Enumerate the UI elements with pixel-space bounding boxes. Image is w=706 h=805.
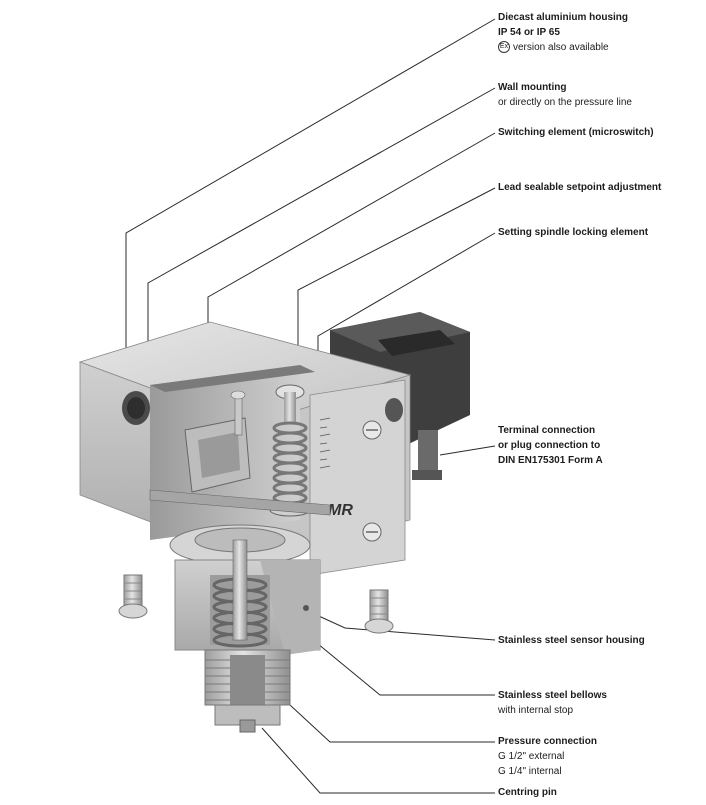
label-wall-mounting: Wall mounting or directly on the pressur… <box>498 80 632 110</box>
label-locking-title: Setting spindle locking element <box>498 227 649 238</box>
leader-bellows <box>294 624 495 696</box>
leader-centring-pin <box>261 727 495 794</box>
label-terminal-line3: DIN EN175301 Form A <box>498 455 603 466</box>
leader-lines <box>125 18 496 794</box>
label-locking: Setting spindle locking element <box>498 225 648 240</box>
label-sensor-housing: Stainless steel sensor housing <box>498 633 645 648</box>
label-housing-line2: IP 54 or IP 65 <box>498 27 560 38</box>
mounting-screws <box>118 574 394 634</box>
label-setpoint-title: Lead sealable setpoint adjustment <box>498 182 662 193</box>
label-housing: Diecast aluminium housing IP 54 or IP 65… <box>498 10 628 55</box>
label-centring-pin-title: Centring pin <box>498 787 557 798</box>
leader-pressure-connection <box>289 704 495 743</box>
label-housing-line1: Diecast aluminium housing <box>498 12 629 23</box>
pressure-connection <box>204 649 291 733</box>
label-pressure-connection-ext: G 1/2" external <box>498 751 565 762</box>
label-pressure-connection-int: G 1/4" internal <box>498 766 562 777</box>
label-microswitch-title: Switching element (microswitch) <box>498 127 654 138</box>
leader-housing <box>125 18 496 372</box>
label-pressure-connection-title: Pressure connection <box>498 736 597 747</box>
label-pressure-connection: Pressure connection G 1/2" external G 1/… <box>498 734 597 779</box>
label-bellows-sub: with internal stop <box>498 705 574 716</box>
leader-sensor-housing <box>309 611 496 641</box>
label-setpoint: Lead sealable setpoint adjustment <box>498 180 661 195</box>
label-centring-pin: Centring pin <box>498 785 557 800</box>
label-wall-mounting-sub: or directly on the pressure line <box>498 97 632 108</box>
leader-terminal <box>439 445 496 456</box>
sensor-housing <box>174 539 321 655</box>
label-sensor-housing-title: Stainless steel sensor housing <box>498 635 645 646</box>
label-wall-mounting-title: Wall mounting <box>498 82 567 93</box>
label-bellows: Stainless steel bellows with internal st… <box>498 688 607 718</box>
label-terminal: Terminal connection or plug connection t… <box>498 423 603 468</box>
label-microswitch: Switching element (microswitch) <box>498 125 654 140</box>
svg-text:MR: MR <box>328 502 353 519</box>
microswitch <box>184 390 251 493</box>
label-terminal-line1: Terminal connection <box>498 425 596 436</box>
label-terminal-line2: or plug connection to <box>498 440 601 451</box>
label-bellows-title: Stainless steel bellows <box>498 690 607 701</box>
label-housing-extra: version also available <box>513 42 609 53</box>
ex-symbol-icon: Ex <box>498 41 510 54</box>
